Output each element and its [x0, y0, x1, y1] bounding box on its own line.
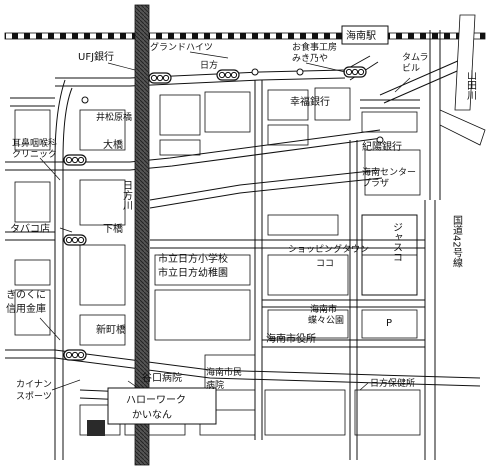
label-shinmachi-bridge: 新町橋: [96, 323, 126, 336]
yamada-river: [439, 14, 486, 146]
label-koko: ココ: [316, 259, 334, 269]
hello-work-marker: [87, 420, 105, 436]
label-hikata: 日方: [200, 59, 218, 71]
label-yamada-river: 山田川: [465, 70, 477, 100]
label-imatsubara-bridge: 井松原橋: [96, 111, 132, 123]
label-city-hall: 海南市役所: [266, 332, 316, 345]
traffic-signal-icon: [63, 349, 87, 361]
traffic-signal-icon: [63, 234, 87, 246]
traffic-signal-icon: [216, 69, 240, 81]
label-tamura-building: タムラビル: [402, 52, 429, 74]
parking-icon: P: [386, 318, 392, 329]
label-jasco: ジャスコ: [391, 222, 402, 262]
jasco-building: [361, 214, 418, 296]
label-kainan-sports-1: カイナン: [16, 379, 52, 390]
label-elementary-school: 市立日方小学校: [158, 252, 228, 265]
label-kinokuni-1: きのくに: [6, 289, 46, 301]
label-kindergarten: 市立日方幼稚園: [158, 266, 228, 279]
traffic-signal-icon: [63, 154, 87, 166]
label-kainan-sports-2: スポーツ: [16, 391, 52, 402]
traffic-signal-icon: [343, 66, 367, 78]
label-ufj-bank: UFJ銀行: [78, 50, 114, 63]
label-station: 海南駅: [346, 29, 376, 42]
label-kiyo-bank: 紀陽銀行: [362, 140, 402, 153]
label-ent-clinic-1: 耳鼻咽喉科: [12, 137, 57, 149]
label-hikata-health-center: 日方保健所: [370, 377, 415, 389]
labels: 海南駅 UFJ銀行 グランドハイツ 日方 お食事工房 みき乃や タムラビル 山田…: [6, 29, 477, 421]
label-ent-clinic-2: クリニック: [12, 149, 57, 160]
label-butterfly-park-2: 蝶々公園: [308, 314, 344, 326]
label-restaurant-2: みき乃や: [292, 53, 328, 64]
label-ohashi: 大橋: [103, 138, 123, 151]
label-butterfly-park-1: 海南市: [310, 303, 337, 315]
label-hello-work-2: かいなん: [132, 409, 172, 421]
label-municipal-hospital-1: 海南市民: [206, 366, 242, 378]
roads: [5, 30, 481, 460]
hikata-river: [134, 4, 150, 466]
label-kainan-center-plaza: 海南センタープラザ: [362, 166, 416, 189]
label-grand-heights: グランドハイツ: [150, 41, 213, 53]
traffic-signals: [63, 66, 367, 361]
label-tobacco-shop: タバコ店: [10, 222, 50, 235]
railway-track-icon: [4, 32, 486, 40]
hello-work-box: [107, 387, 217, 425]
label-municipal-hospital-2: 病院: [206, 379, 224, 391]
label-hello-work-1: ハローワーク: [126, 394, 186, 406]
label-restaurant-1: お食事工房: [292, 41, 337, 53]
traffic-signal-icon: [148, 72, 172, 84]
label-shimobashi: 下橋: [103, 222, 123, 235]
small-markers: [81, 68, 384, 144]
label-hikata-river: 日方川: [121, 180, 133, 210]
label-taniguchi-hospital: 谷口病院: [142, 371, 182, 384]
label-kofuku-bank: 幸福銀行: [290, 95, 330, 108]
label-national-route: 国道42号線: [451, 215, 463, 268]
station-building: [341, 25, 389, 45]
label-shopping-town: ショッピングタウン: [288, 243, 369, 255]
label-kinokuni-2: 信用金庫: [6, 302, 46, 315]
leader-lines: [39, 51, 411, 391]
